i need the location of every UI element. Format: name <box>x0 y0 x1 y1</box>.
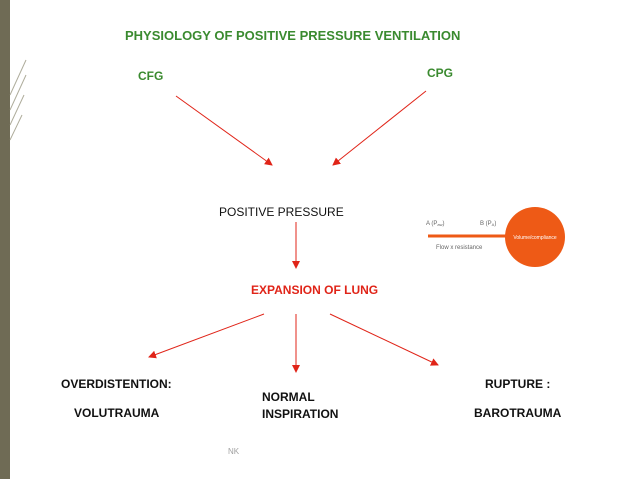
arrow-expansion-to-rupture <box>329 313 439 366</box>
cfg-label: CFG <box>138 69 164 83</box>
arrow-cfg-to-pressure <box>175 95 273 166</box>
arrow-cpg-to-pressure <box>332 90 427 166</box>
slide-sidebar <box>0 0 10 479</box>
barotrauma-label: BAROTRAUMA <box>474 406 562 420</box>
footer-initials: NK <box>228 447 240 456</box>
lung-model-figure: A (Paw) B (PA) Flow x resistance Volume/… <box>426 207 565 267</box>
lung-circle <box>505 207 565 267</box>
cpg-label: CPG <box>427 66 454 80</box>
rupture-label: RUPTURE : <box>485 377 551 391</box>
arrow-expansion-to-overdistention <box>148 313 265 359</box>
svg-text:B (PA): B (PA) <box>480 221 496 227</box>
pressure-b-sub: A <box>492 222 495 227</box>
pressure-a-label: A (P <box>426 221 437 227</box>
inspiration-label: INSPIRATION <box>262 407 339 421</box>
overdistention-label: OVERDISTENTION: <box>61 377 172 391</box>
normal-label: NORMAL <box>262 390 315 404</box>
expansion-of-lung-label: EXPANSION OF LUNG <box>251 283 379 297</box>
pressure-b-label: B (P <box>480 221 492 227</box>
sidebar-decoration <box>9 59 27 141</box>
slide-title: PHYSIOLOGY OF POSITIVE PRESSURE VENTILAT… <box>125 28 461 43</box>
volume-compliance-label: Volume/compliance <box>513 235 557 241</box>
lung-model-inset: A (Paw) B (PA) Flow x resistance Volume/… <box>414 199 566 275</box>
svg-text:A (Paw): A (Paw) <box>426 221 444 227</box>
flow-resistance-label: Flow x resistance <box>436 245 483 251</box>
positive-pressure-label: POSITIVE PRESSURE <box>219 205 344 219</box>
pressure-a-sub: aw <box>437 222 442 227</box>
volutrauma-label: VOLUTRAUMA <box>74 406 160 420</box>
